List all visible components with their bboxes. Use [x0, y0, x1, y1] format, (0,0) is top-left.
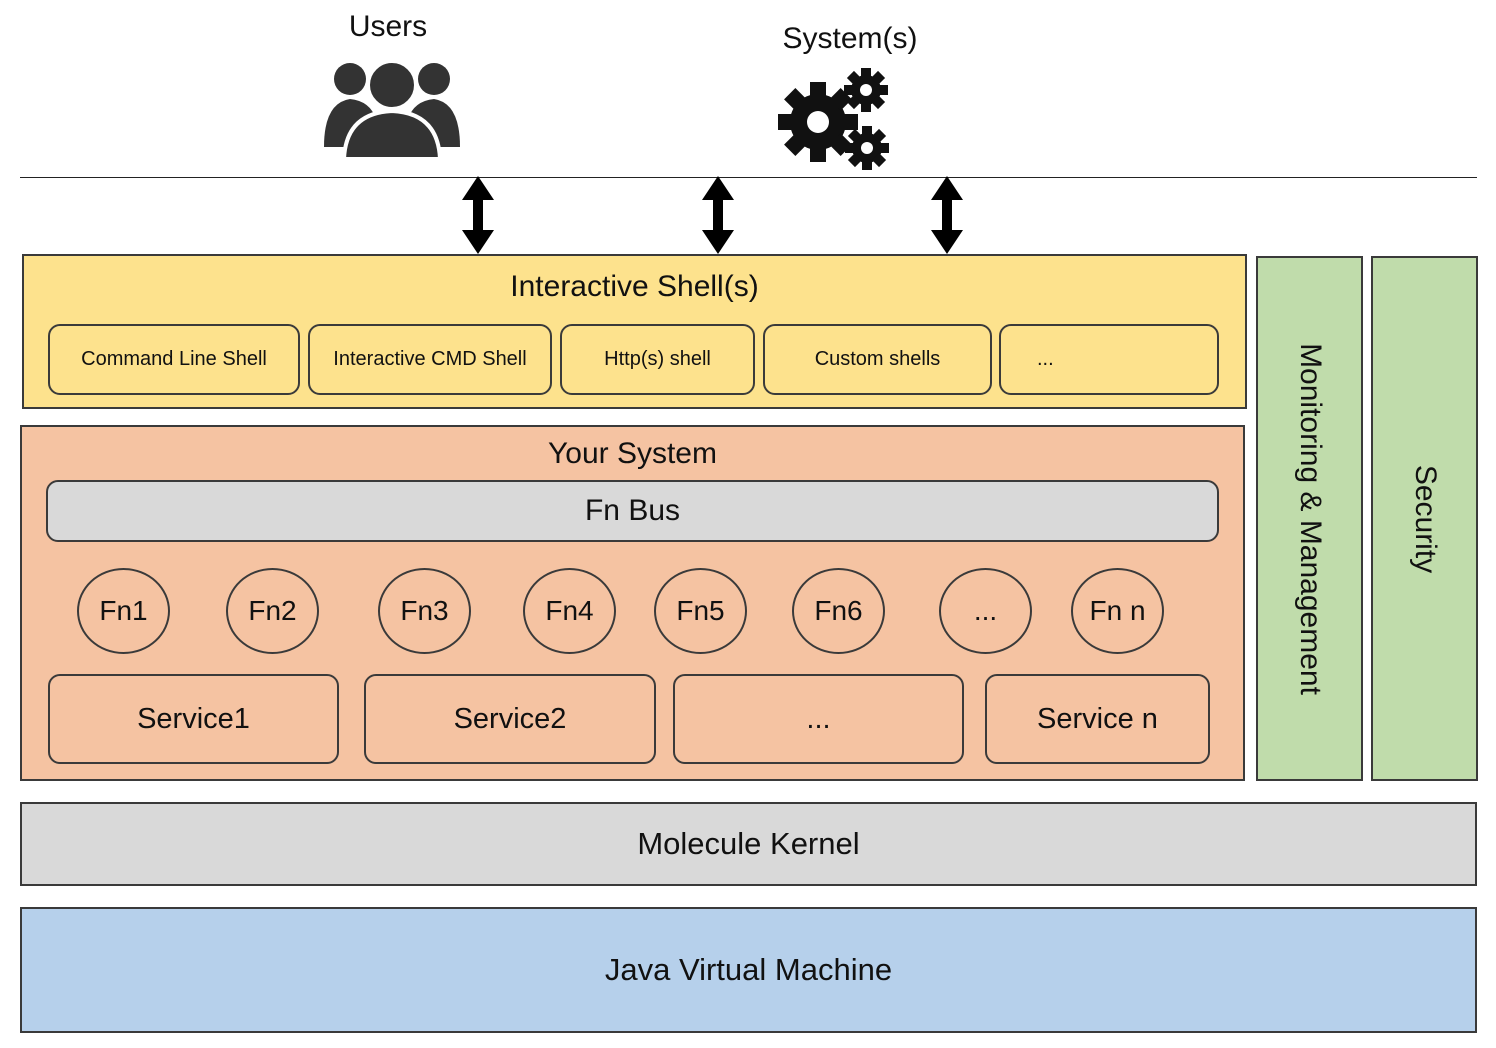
system-title: Your System [548, 437, 717, 470]
shell-interactive-cmd: Interactive CMD Shell [308, 324, 552, 395]
function-node: Fn1 [77, 568, 170, 654]
function-node: Fn n [1071, 568, 1164, 654]
kernel-label: Molecule Kernel [637, 826, 860, 861]
monitoring-management-bar: Monitoring & Management [1256, 256, 1363, 781]
service-box: Service n [985, 674, 1210, 764]
shell-https: Http(s) shell [560, 324, 755, 395]
your-system-layer: Your System Fn Bus Fn1 Fn2 Fn3 Fn4 Fn5 F… [20, 425, 1245, 781]
security-bar: Security [1371, 256, 1478, 781]
function-node: Fn6 [792, 568, 885, 654]
users-group-icon [324, 59, 460, 160]
service-box: Service2 [364, 674, 656, 764]
shell-command-line: Command Line Shell [48, 324, 300, 395]
jvm-layer: Java Virtual Machine [20, 907, 1477, 1033]
function-node: Fn4 [523, 568, 616, 654]
interactive-shells-layer: Interactive Shell(s) Command Line Shell … [22, 254, 1247, 409]
shell-more: ... [999, 324, 1219, 395]
jvm-label: Java Virtual Machine [604, 952, 893, 987]
systems-label: System(s) [782, 22, 918, 55]
function-node: ... [939, 568, 1032, 654]
shells-title: Interactive Shell(s) [510, 270, 759, 303]
function-node: Fn5 [654, 568, 747, 654]
bidirectional-arrow-2 [702, 176, 734, 254]
monitoring-management-label: Monitoring & Management [1293, 342, 1327, 695]
bidirectional-arrow-1 [462, 176, 494, 254]
shell-custom: Custom shells [763, 324, 992, 395]
service-box: ... [673, 674, 964, 764]
function-node: Fn2 [226, 568, 319, 654]
gears-icon [778, 68, 889, 170]
users-label: Users [348, 10, 428, 43]
security-label: Security [1408, 464, 1442, 573]
service-box: Service1 [48, 674, 339, 764]
molecule-kernel-layer: Molecule Kernel [20, 802, 1477, 886]
boundary-line [20, 177, 1477, 178]
function-node: Fn3 [378, 568, 471, 654]
bidirectional-arrow-3 [931, 176, 963, 254]
fn-bus: Fn Bus [46, 480, 1219, 542]
